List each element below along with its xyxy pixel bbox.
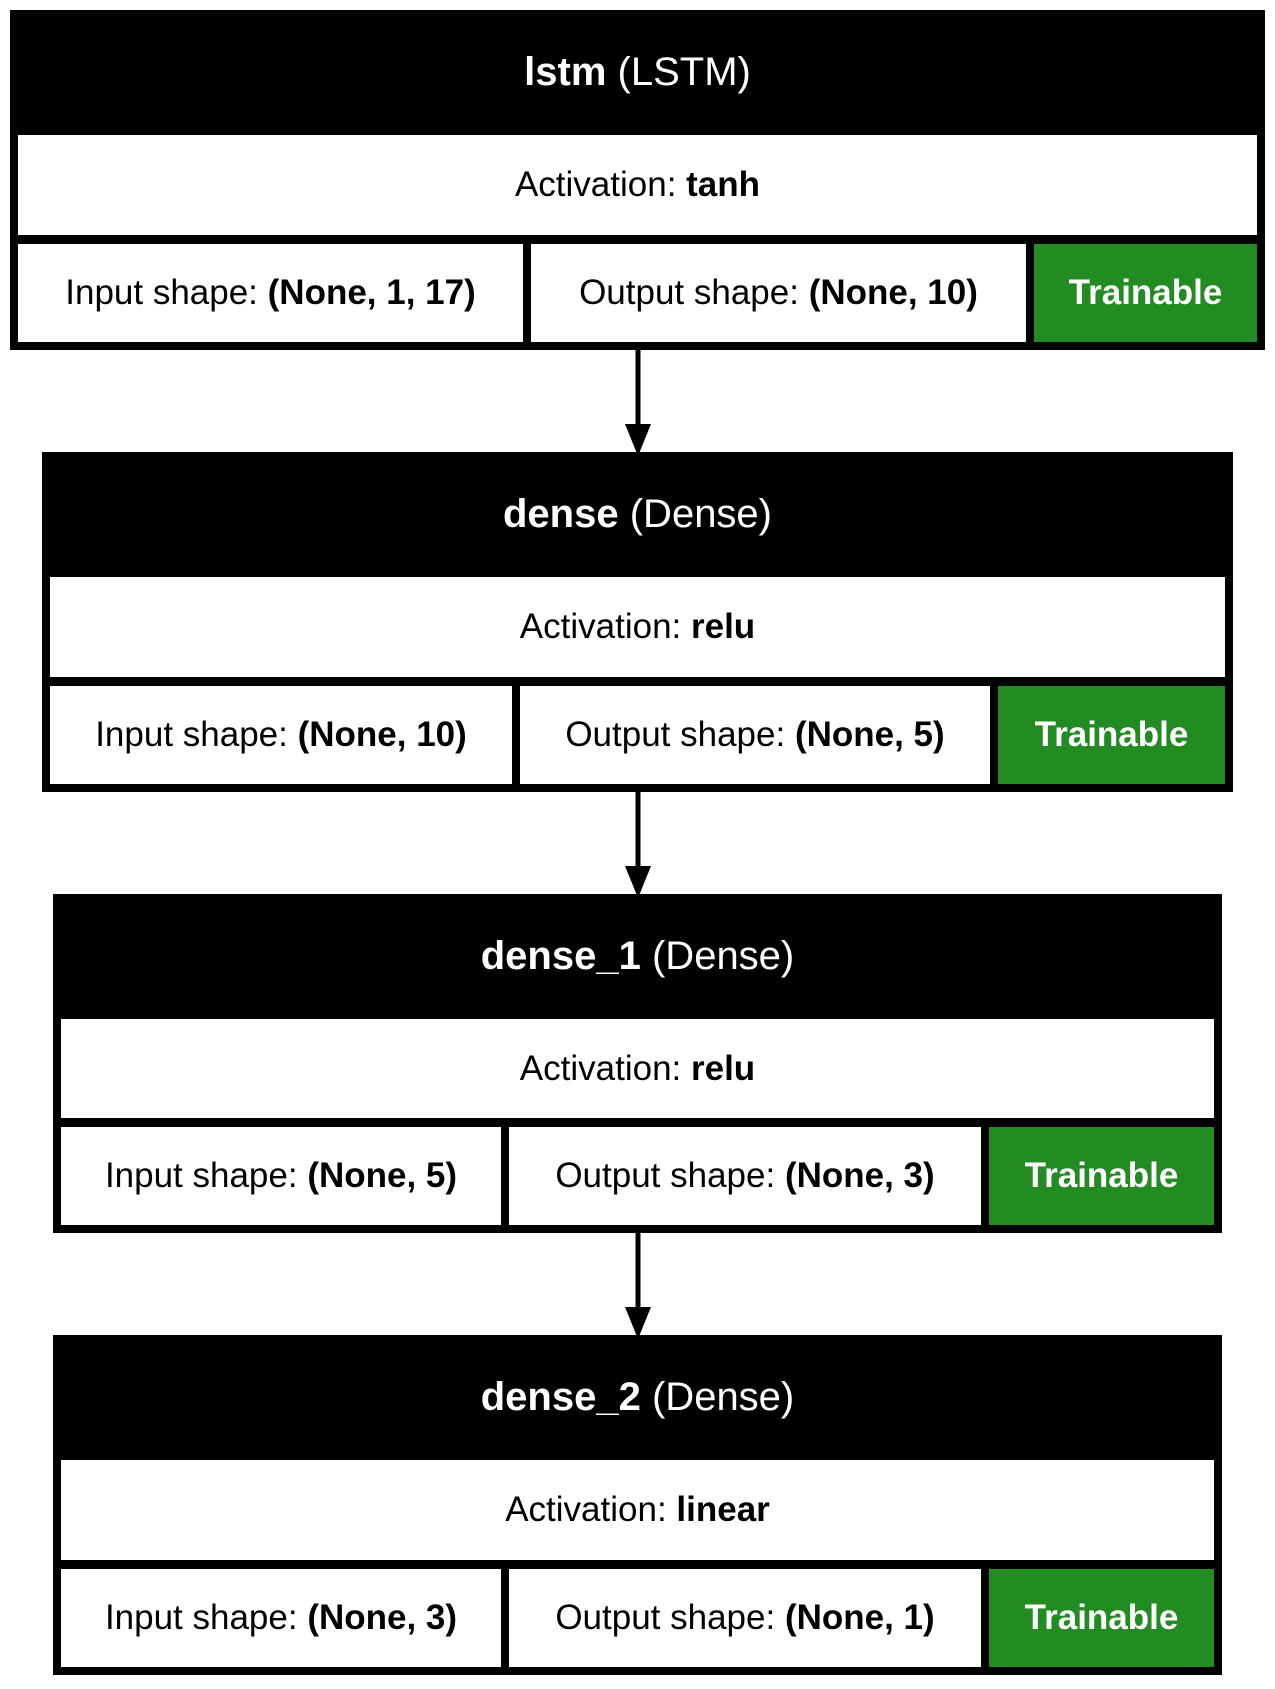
- layer-type: (Dense): [651, 933, 795, 978]
- layer-name: dense_1: [480, 933, 641, 978]
- trainable-badge: Trainable: [989, 1127, 1214, 1225]
- input-shape-label: Input shape:: [65, 273, 258, 312]
- activation-label: Activation:: [505, 1490, 667, 1529]
- layer-node-dense-1: dense_1 (Dense) Activation: relu Input s…: [53, 894, 1222, 1233]
- input-shape-label: Input shape:: [95, 715, 288, 754]
- activation-cell: Activation: relu: [61, 1019, 1214, 1118]
- activation-label: Activation:: [514, 165, 677, 204]
- layer-type: (Dense): [629, 491, 772, 536]
- arrow-dense-1-to-dense-2: [625, 1233, 651, 1339]
- layer-node-dense-2: dense_2 (Dense) Activation: linear Input…: [53, 1335, 1222, 1675]
- activation-value: relu: [691, 1048, 756, 1088]
- trainable-label: Trainable: [1024, 1598, 1179, 1637]
- layer-name: dense_2: [480, 1374, 641, 1419]
- input-shape-cell: Input shape: (None, 3): [61, 1569, 501, 1667]
- trainable-label: Trainable: [1034, 715, 1189, 754]
- input-shape-label: Input shape:: [104, 1156, 298, 1195]
- output-shape-cell: Output shape: (None, 5): [520, 686, 990, 784]
- activation-label: Activation:: [519, 607, 682, 646]
- arrow-lstm-to-dense: [625, 350, 651, 456]
- activation-cell: Activation: linear: [61, 1460, 1214, 1560]
- arrow-dense-to-dense-1: [625, 792, 651, 898]
- layer-title: dense_2 (Dense): [53, 1335, 1222, 1459]
- layer-node-dense: dense (Dense) Activation: relu Input sha…: [42, 452, 1233, 792]
- input-shape-value: (None, 10): [297, 715, 467, 754]
- activation-cell: Activation: tanh: [18, 135, 1257, 235]
- layer-type: (LSTM): [617, 49, 751, 94]
- layer-name: lstm: [524, 49, 607, 94]
- trainable-label: Trainable: [1024, 1156, 1179, 1195]
- layer-type: (Dense): [651, 1374, 795, 1419]
- output-shape-label: Output shape:: [555, 1598, 776, 1637]
- layer-title: lstm (LSTM): [10, 10, 1265, 134]
- activation-cell: Activation: relu: [50, 577, 1225, 677]
- output-shape-value: (None, 1): [784, 1598, 935, 1637]
- activation-value: relu: [691, 607, 756, 646]
- trainable-badge: Trainable: [998, 686, 1225, 784]
- output-shape-label: Output shape:: [579, 273, 799, 312]
- input-shape-value: (None, 5): [307, 1156, 458, 1195]
- output-shape-value: (None, 3): [784, 1156, 935, 1195]
- input-shape-cell: Input shape: (None, 10): [50, 686, 512, 784]
- output-shape-cell: Output shape: (None, 1): [509, 1569, 981, 1667]
- layer-name: dense: [503, 491, 619, 536]
- input-shape-cell: Input shape: (None, 5): [61, 1127, 501, 1225]
- layer-title: dense (Dense): [42, 452, 1233, 576]
- layer-node-lstm: lstm (LSTM) Activation: tanh Input shape…: [10, 10, 1265, 350]
- output-shape-label: Output shape:: [555, 1156, 776, 1195]
- input-shape-value: (None, 1, 17): [267, 273, 476, 312]
- activation-value: tanh: [686, 165, 761, 204]
- input-shape-value: (None, 3): [307, 1598, 458, 1637]
- trainable-badge: Trainable: [989, 1569, 1214, 1667]
- input-shape-cell: Input shape: (None, 1, 17): [18, 244, 523, 342]
- output-shape-label: Output shape:: [565, 715, 786, 754]
- trainable-label: Trainable: [1068, 273, 1223, 312]
- trainable-badge: Trainable: [1034, 244, 1257, 342]
- input-shape-label: Input shape:: [104, 1598, 298, 1637]
- output-shape-cell: Output shape: (None, 3): [509, 1127, 981, 1225]
- output-shape-value: (None, 5): [794, 715, 945, 754]
- activation-value: linear: [676, 1490, 770, 1529]
- activation-label: Activation:: [519, 1048, 682, 1088]
- layer-title: dense_1 (Dense): [53, 894, 1222, 1018]
- output-shape-value: (None, 10): [808, 273, 978, 312]
- output-shape-cell: Output shape: (None, 10): [531, 244, 1026, 342]
